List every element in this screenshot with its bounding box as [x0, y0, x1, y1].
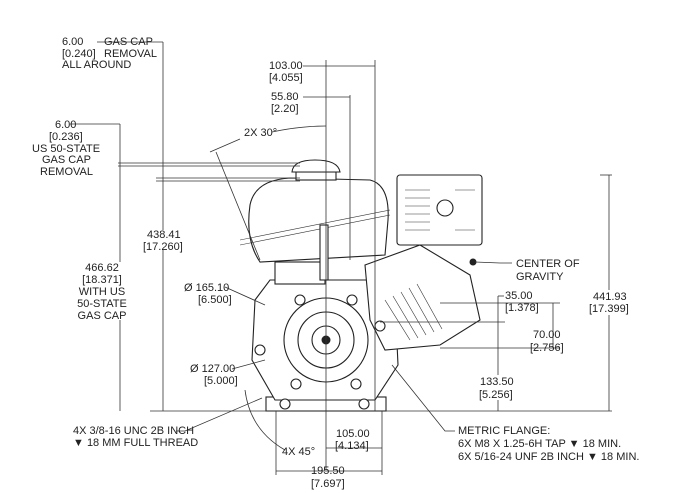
dia-127-mm: Ø 127.00: [190, 363, 235, 375]
metric-flange-title: METRIC FLANGE:: [458, 425, 550, 437]
gas-cap-all-around-label: GAS CAP: [104, 36, 153, 48]
us50-label1: US 50-STATE: [32, 143, 100, 155]
dim-466-note3: GAS CAP: [78, 310, 127, 322]
cooling-fins: [384, 283, 443, 341]
dim-133-inch: [5.256]: [479, 389, 513, 401]
dim-103-inch: [4.055]: [269, 72, 303, 84]
us50-label3: REMOVAL: [40, 166, 93, 178]
angle-45-label: 4X 45°: [282, 446, 315, 458]
dim-195-mm: 195.50: [311, 465, 345, 477]
dim-105-mm: 105.00: [336, 428, 370, 440]
dim-55-mm: 55.80: [271, 91, 299, 103]
thread-note-2: ▼ 18 MM FULL THREAD: [73, 437, 198, 449]
dia-127-inch: [5.000]: [204, 375, 238, 387]
dim-70-inch: [2.756]: [530, 342, 564, 354]
angle-30-label: 2X 30°: [244, 127, 277, 139]
dim-438-inch: [17.260]: [143, 241, 183, 253]
dim-441-mm: 441.93: [593, 291, 627, 303]
dimension-lines: [70, 41, 612, 475]
dim-195-inch: [7.697]: [311, 478, 345, 490]
dim-133-mm: 133.50: [480, 376, 514, 388]
dim-466-mm: 466.62: [85, 262, 119, 274]
dim-70-mm: 70.00: [533, 329, 561, 341]
dim-466-inch: [18.371]: [82, 274, 122, 286]
muffler-outlet: [436, 199, 454, 217]
dim-438-mm: 438.41: [147, 229, 181, 241]
dim-441-inch: [17.399]: [589, 303, 629, 315]
dim-466-note2: 50-STATE: [77, 298, 127, 310]
thread-note-1: 4X 3/8-16 UNC 2B INCH: [73, 425, 194, 437]
us50-value: 6.00: [55, 119, 76, 131]
dim-35-mm: 35.00: [505, 290, 533, 302]
gas-cap-base: [295, 171, 337, 181]
gas-cap-all-around-label2: REMOVAL: [104, 48, 157, 60]
control-bracket: [319, 224, 329, 281]
fuel-tank: [248, 177, 389, 263]
gas-cap-all-around-inch: [0.240]: [62, 48, 96, 60]
us50-inch: [0.236]: [49, 131, 83, 143]
dim-466-note1: WITH US: [79, 286, 125, 298]
dim-103-mm: 103.00: [269, 60, 303, 72]
carburetor: [274, 261, 326, 285]
gas-cap-all-around-value: 6.00: [62, 36, 83, 48]
dia-165-mm: Ø 165.10: [184, 282, 229, 294]
muffler-louvers: [405, 189, 475, 231]
cog-label1: CENTER OF: [516, 258, 580, 270]
mounting-bolts: [254, 294, 386, 410]
cog-label2: GRAVITY: [516, 271, 564, 283]
metric-flange-line2: 6X 5/16-24 UNF 2B INCH ▼ 18 MIN.: [458, 451, 639, 463]
cylinder-head: [364, 244, 481, 351]
dia-165-inch: [6.500]: [198, 294, 232, 306]
engine-illustration: [239, 159, 483, 412]
us50-label2: GAS CAP: [42, 154, 91, 166]
gas-cap-all-around-label3: ALL AROUND: [62, 59, 131, 71]
metric-flange-line1: 6X M8 X 1.25-6H TAP ▼ 18 MIN.: [458, 438, 621, 450]
dimension-labels: 6.00 GAS CAP [0.240] REMOVAL ALL AROUND …: [32, 36, 639, 490]
dim-55-inch: [2.20]: [271, 103, 299, 115]
dim-105-inch: [4.134]: [335, 440, 369, 452]
dim-35-inch: [1.378]: [505, 302, 539, 314]
